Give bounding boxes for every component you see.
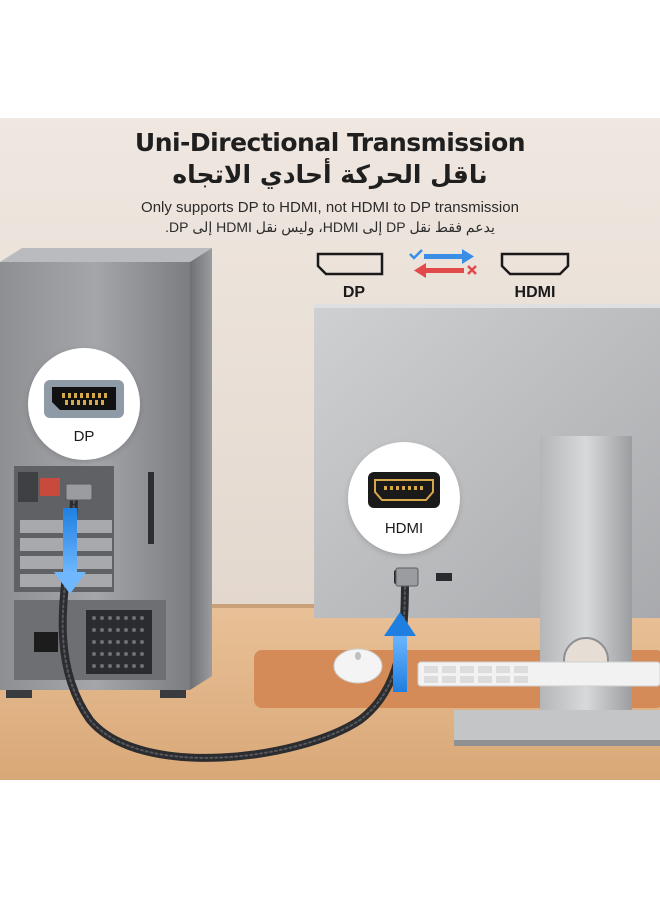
arrow-up-icon [384,612,416,692]
hdmi-plug [395,567,419,587]
hdmi-port-icon [368,472,440,508]
product-scene [0,118,660,780]
pc-tower [0,248,212,698]
hdmi-label: HDMI [514,284,556,301]
keyboard [417,661,660,687]
direction-diagram [316,249,570,278]
forward-arrow-icon [424,249,474,264]
page-title-arabic: ناقل الحركة أحادي الاتجاه [172,160,488,189]
cross-icon [467,265,477,275]
dp-connector-icon [316,252,384,276]
dp-port-callout: DP [28,348,140,460]
hdmi-connector-icon [500,252,570,276]
check-icon [409,249,423,260]
scene-illustration [0,118,660,780]
dp-callout-label: DP [73,428,95,445]
hdmi-port-callout: HDMI [348,442,460,554]
reverse-arrow-icon [414,263,464,278]
arrow-down-icon [54,508,86,594]
hdmi-callout-label: HDMI [384,520,424,537]
subtitle: Only supports DP to HDMI, not HDMI to DP… [141,199,519,216]
subtitle-arabic: يدعم فقط نقل DP إلى HDMI، وليس نقل HDMI … [165,219,495,235]
mouse [333,648,383,684]
dp-plug [65,483,93,501]
dp-port-icon [44,380,124,418]
page-title: Uni-Directional Transmission [134,128,526,157]
dp-label: DP [342,284,366,301]
